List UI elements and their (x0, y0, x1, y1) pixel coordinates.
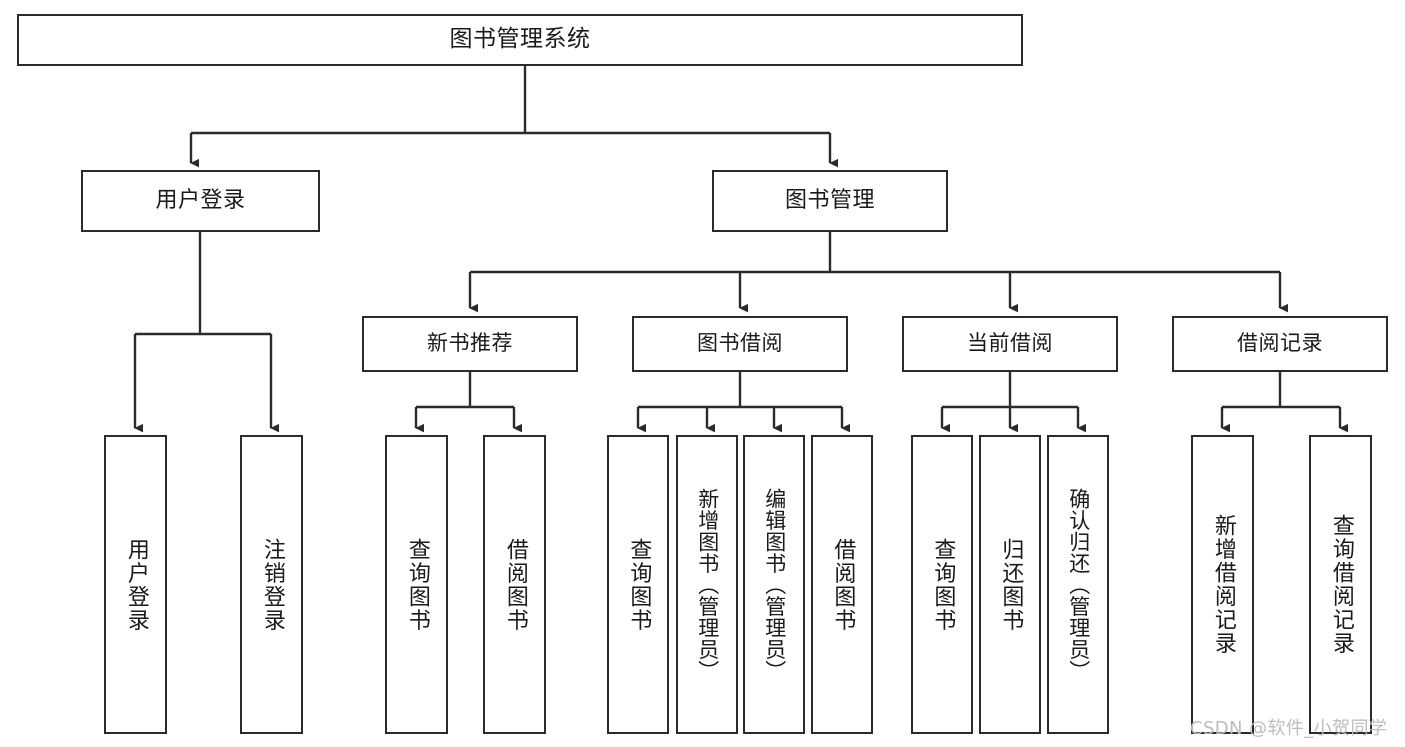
leaf-query-borrow-record-label: 查询借阅记录 (1328, 514, 1354, 655)
leaf-confirm-return-admin[interactable]: 确认归还（管理员） (1047, 435, 1109, 734)
node-book-management[interactable]: 图书管理 (712, 170, 948, 232)
leaf-logout[interactable]: 注销登录 (240, 435, 303, 734)
leaf-add-borrow-record-label: 新增借阅记录 (1210, 514, 1236, 655)
leaf-borrow-book-recommend-label: 借阅图书 (502, 537, 528, 632)
node-user-login-label: 用户登录 (155, 187, 246, 213)
node-current-borrow-label: 当前借阅 (967, 331, 1053, 356)
node-borrow-record-label: 借阅记录 (1237, 331, 1323, 356)
node-borrow-record[interactable]: 借阅记录 (1172, 316, 1388, 372)
leaf-query-book-current-label: 查询图书 (930, 537, 956, 632)
leaf-return-book-label: 归还图书 (998, 537, 1024, 632)
leaf-query-book-current[interactable]: 查询图书 (911, 435, 973, 734)
node-book-borrow[interactable]: 图书借阅 (632, 316, 848, 372)
leaf-query-book-borrow[interactable]: 查询图书 (607, 435, 669, 734)
leaf-edit-book-admin[interactable]: 编辑图书（管理员） (743, 435, 805, 734)
leaf-query-book-recommend-label: 查询图书 (404, 537, 430, 632)
leaf-return-book[interactable]: 归还图书 (979, 435, 1041, 734)
node-root-book-management-system[interactable]: 图书管理系统 (17, 14, 1023, 66)
leaf-query-book-borrow-label: 查询图书 (626, 537, 652, 632)
node-current-borrow[interactable]: 当前借阅 (902, 316, 1118, 372)
leaf-user-login[interactable]: 用户登录 (104, 435, 167, 734)
leaf-add-borrow-record[interactable]: 新增借阅记录 (1191, 435, 1254, 734)
node-new-book-recommend-label: 新书推荐 (427, 331, 513, 356)
leaf-borrow-book-recommend[interactable]: 借阅图书 (483, 435, 546, 734)
leaf-borrow-book[interactable]: 借阅图书 (811, 435, 873, 734)
leaf-confirm-return-admin-label: 确认归还（管理员） (1066, 487, 1091, 682)
node-book-management-label: 图书管理 (784, 187, 875, 213)
node-book-borrow-label: 图书借阅 (697, 331, 783, 356)
node-user-login[interactable]: 用户登录 (81, 170, 320, 232)
leaf-add-book-admin[interactable]: 新增图书（管理员） (676, 435, 738, 734)
leaf-user-login-label: 用户登录 (123, 537, 149, 632)
node-root-label: 图书管理系统 (449, 26, 591, 53)
leaf-borrow-book-label: 借阅图书 (830, 537, 856, 632)
leaf-add-book-admin-label: 新增图书（管理员） (695, 487, 720, 682)
leaf-edit-book-admin-label: 编辑图书（管理员） (762, 487, 787, 682)
node-new-book-recommend[interactable]: 新书推荐 (362, 316, 578, 372)
leaf-query-book-recommend[interactable]: 查询图书 (385, 435, 448, 734)
leaf-query-borrow-record[interactable]: 查询借阅记录 (1309, 435, 1372, 734)
leaf-logout-label: 注销登录 (259, 537, 285, 632)
